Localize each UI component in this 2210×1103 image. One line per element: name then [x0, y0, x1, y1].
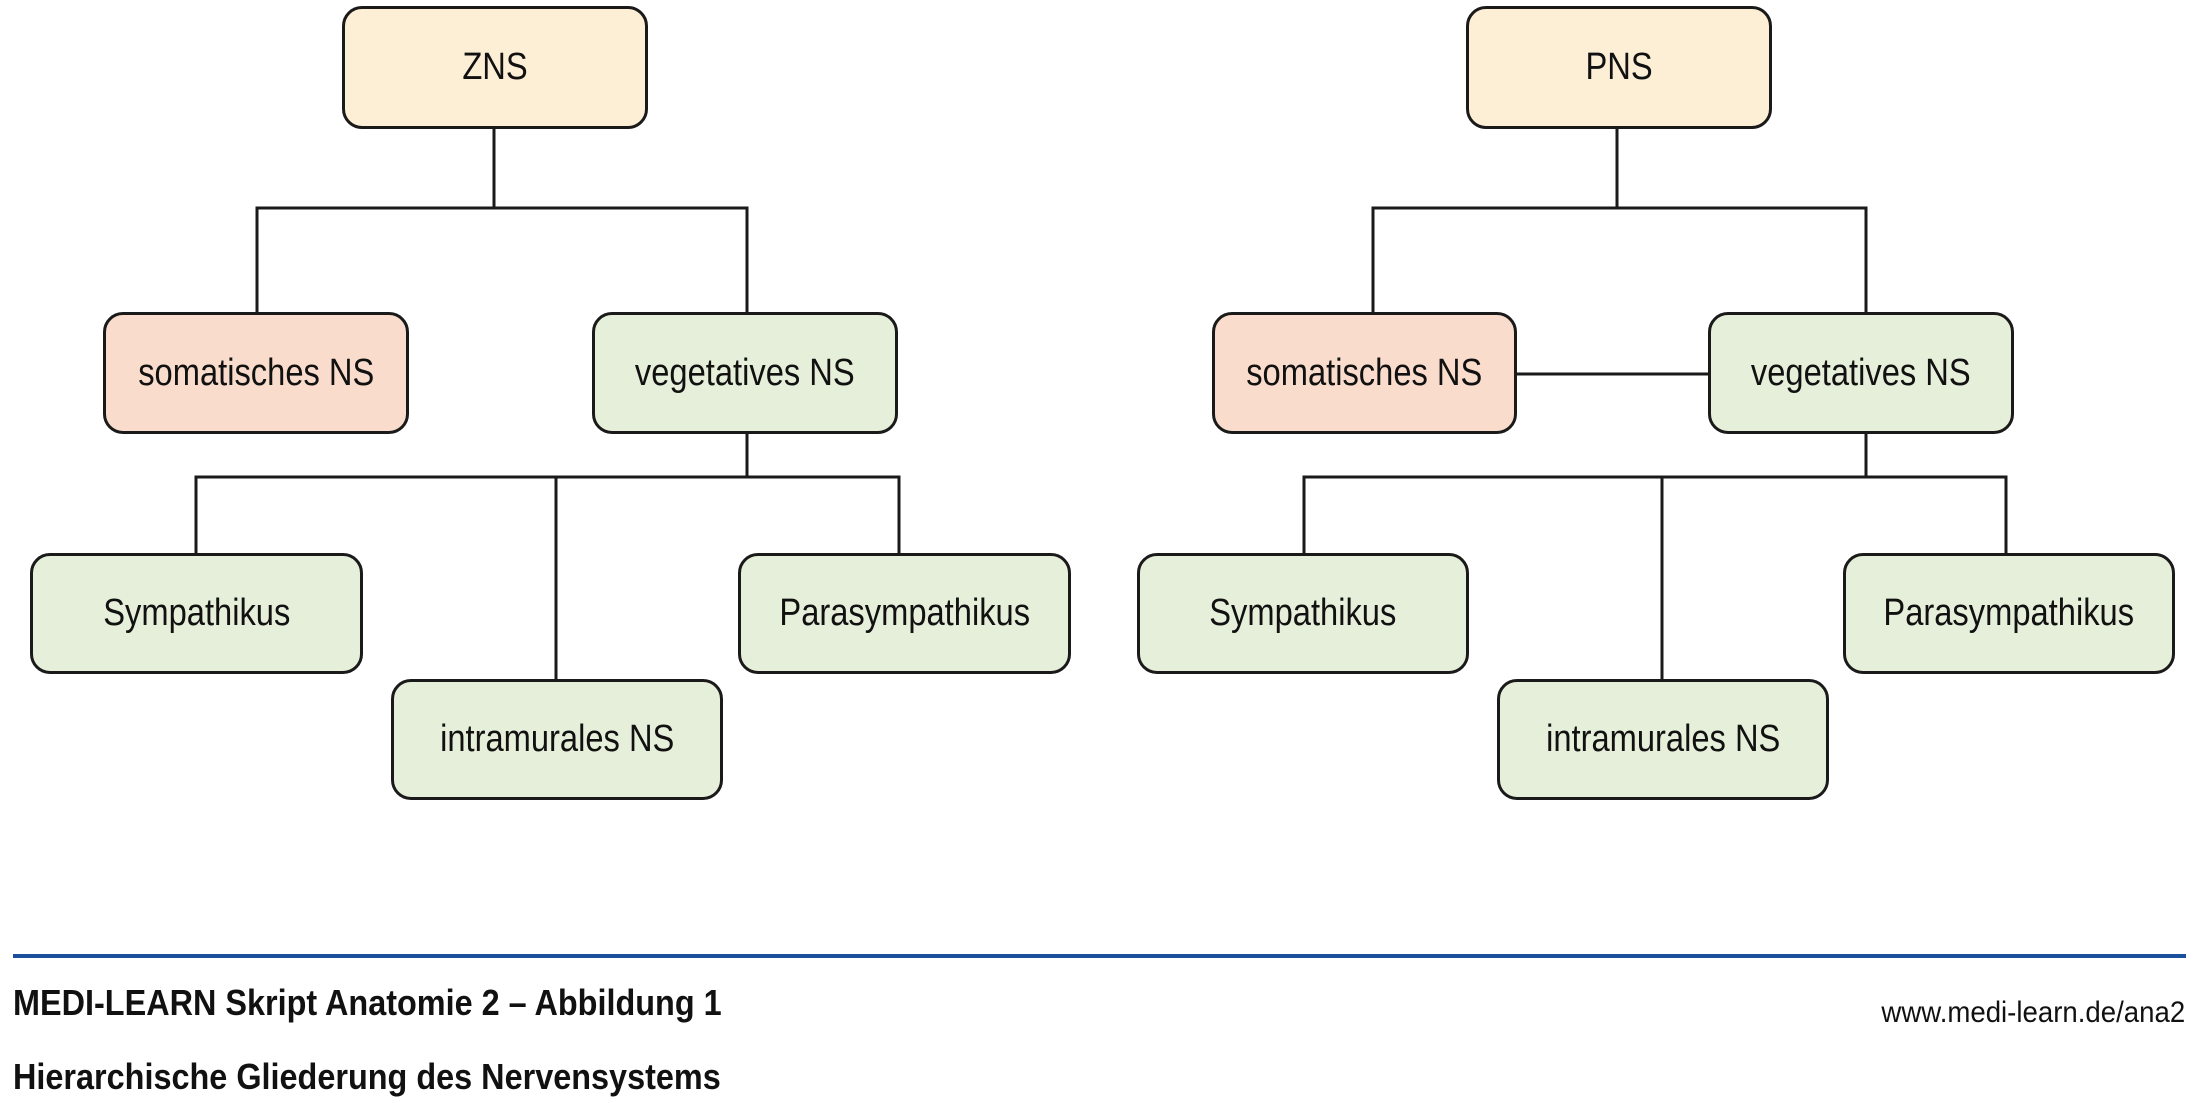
node-zns-sympathikus: Sympathikus — [30, 553, 363, 674]
node-pns-sympathikus: Sympathikus — [1137, 553, 1469, 674]
connector-zns-vegetative-to-level2 — [194, 433, 901, 679]
node-pns-parasympathikus: Parasympathikus — [1843, 553, 2175, 674]
node-label: Sympathikus — [1209, 592, 1397, 634]
connector-pns-vegetative-to-level2 — [1302, 433, 2008, 679]
footer-divider — [13, 954, 2186, 958]
node-label: somatisches NS — [137, 351, 375, 394]
node-label: ZNS — [462, 46, 528, 88]
node-pns-root: PNS — [1466, 6, 1772, 129]
node-zns-vegetatives-ns: vegetatives NS — [592, 312, 898, 434]
node-zns-intramurales-ns: intramurales NS — [391, 679, 723, 800]
figure-caption-title: MEDI-LEARN Skript Anatomie 2 – Abbildung… — [13, 982, 722, 1023]
node-label: vegetatives NS — [635, 351, 855, 394]
node-label: Parasympathikus — [1883, 592, 2135, 634]
node-label: intramurales NS — [439, 718, 675, 760]
node-label: somatisches NS — [1246, 351, 1483, 394]
node-label: PNS — [1585, 46, 1653, 88]
node-pns-somatisches-ns: somatisches NS — [1212, 312, 1517, 434]
node-label: Sympathikus — [102, 592, 291, 634]
source-url: www.medi-learn.de/ana2 — [1881, 996, 2185, 1029]
node-pns-vegetatives-ns: vegetatives NS — [1708, 312, 2014, 434]
node-pns-intramurales-ns: intramurales NS — [1497, 679, 1829, 800]
node-zns-root: ZNS — [342, 6, 648, 129]
node-label: vegetatives NS — [1751, 351, 1971, 394]
figure-caption-subtitle: Hierarchische Gliederung des Nervensyste… — [13, 1056, 721, 1097]
node-label: Parasympathikus — [779, 592, 1030, 634]
node-zns-somatisches-ns: somatisches NS — [103, 312, 409, 434]
connector-pns-to-level1 — [1371, 128, 1868, 313]
node-zns-parasympathikus: Parasympathikus — [738, 553, 1071, 674]
node-label: intramurales NS — [1545, 718, 1781, 760]
connector-zns-to-level1 — [255, 128, 749, 313]
